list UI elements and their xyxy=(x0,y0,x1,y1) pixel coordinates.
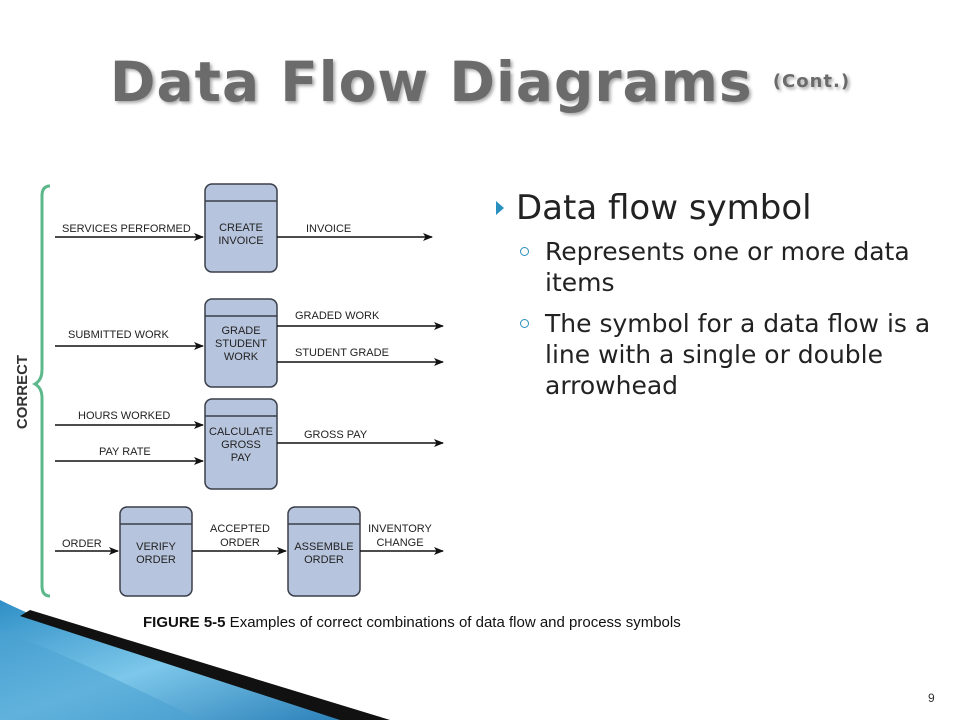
process-label: ORDER xyxy=(304,554,344,566)
flow-label-graded-work: GRADED WORK xyxy=(295,310,380,322)
flow-label-accepted-order-line2: ORDER xyxy=(220,537,260,549)
main-bullet: Data flow symbol xyxy=(496,188,940,228)
sub-bullet-text: The symbol for a data flow is a line wit… xyxy=(545,309,931,400)
flow-label-inventory-change-line1: INVENTORY xyxy=(368,523,432,535)
caption-text: Examples of correct combinations of data… xyxy=(225,614,681,631)
flow-label-submitted-work: SUBMITTED WORK xyxy=(68,329,169,341)
process-assemble-order: ASSEMBLE ORDER xyxy=(287,506,361,597)
process-label: ASSEMBLE xyxy=(294,541,353,553)
process-label: ORDER xyxy=(136,554,176,566)
flow-label-services-performed: SERVICES PERFORMED xyxy=(62,223,191,235)
flow-label-student-grade: STUDENT GRADE xyxy=(295,347,389,359)
flow-label-hours-worked: HOURS WORKED xyxy=(78,410,170,422)
caption-figure-number: FIGURE 5-5 xyxy=(143,614,226,631)
process-label: GROSS xyxy=(221,439,261,451)
main-bullet-text: Data flow symbol xyxy=(516,188,812,228)
flow-label-pay-rate: PAY RATE xyxy=(99,446,151,458)
process-verify-order: VERIFY ORDER xyxy=(119,506,193,597)
process-label: GRADE xyxy=(221,325,260,337)
process-label: CREATE xyxy=(219,222,263,234)
triangle-bullet-icon xyxy=(496,201,504,215)
flow-label-inventory-change-line2: CHANGE xyxy=(376,537,423,549)
process-grade-student-work: GRADE STUDENT WORK xyxy=(204,298,278,388)
bullet-list: Data flow symbol Represents one or more … xyxy=(496,188,940,411)
dfd-figure: CORRECT CREATE INVOICE GRADE STUDENT WOR… xyxy=(14,183,444,598)
flow-label-order: ORDER xyxy=(62,538,102,550)
ring-bullet-icon xyxy=(520,319,529,328)
process-label: PAY xyxy=(231,452,252,464)
process-label: WORK xyxy=(224,351,259,363)
correct-bracket xyxy=(31,184,51,598)
sub-bullet-item: The symbol for a data flow is a line wit… xyxy=(520,308,940,401)
process-label: VERIFY xyxy=(136,541,176,553)
process-label: STUDENT xyxy=(215,338,267,350)
figure-caption: FIGURE 5-5 Examples of correct combinati… xyxy=(143,614,681,631)
flow-label-accepted-order-line1: ACCEPTED xyxy=(210,523,270,535)
process-create-invoice: CREATE INVOICE xyxy=(204,183,278,273)
correct-label: CORRECT xyxy=(14,355,31,429)
ring-bullet-icon xyxy=(520,247,529,256)
sub-bullet-item: Represents one or more data items xyxy=(520,236,940,298)
flow-label-gross-pay: GROSS PAY xyxy=(304,429,368,441)
process-label: CALCULATE xyxy=(209,426,273,438)
sub-bullet-text: Represents one or more data items xyxy=(545,237,910,297)
page-number: 9 xyxy=(928,691,935,705)
process-label: INVOICE xyxy=(218,235,263,247)
flow-label-invoice: INVOICE xyxy=(306,223,351,235)
slide-title: Data Flow Diagrams (Cont.) xyxy=(0,50,960,114)
process-calculate-gross-pay: CALCULATE GROSS PAY xyxy=(204,398,278,490)
title-text: Data Flow Diagrams xyxy=(109,50,753,114)
corner-decoration xyxy=(0,600,390,720)
sub-bullet-list: Represents one or more data items The sy… xyxy=(500,236,940,401)
title-suffix: (Cont.) xyxy=(772,71,851,92)
